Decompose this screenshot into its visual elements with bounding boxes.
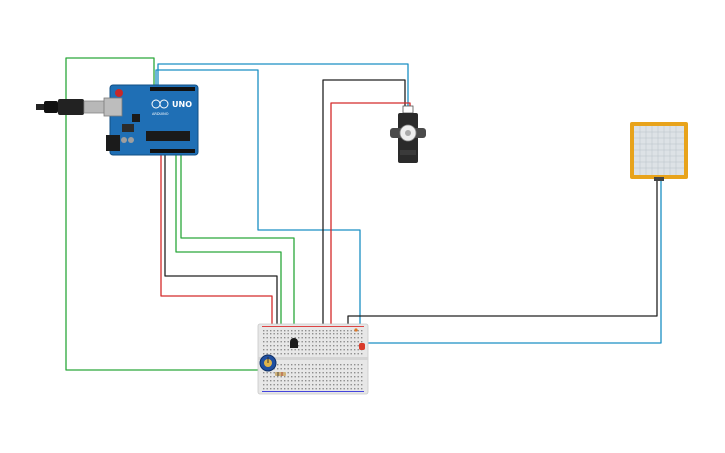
transistor-icon[interactable] (290, 338, 298, 348)
board-brand-label: UNO (172, 100, 192, 109)
wire-red-power[interactable] (160, 152, 273, 340)
breadboard-holes (263, 330, 363, 390)
wire-red-servo[interactable] (330, 102, 411, 325)
resistor-icon (275, 372, 286, 376)
red-led-icon[interactable] (354, 328, 365, 350)
wire-green-pin-a[interactable] (175, 152, 282, 340)
potentiometer-knob-icon[interactable] (259, 354, 277, 372)
wire-cyan-servo[interactable] (157, 63, 409, 108)
servo-motor-icon[interactable] (390, 105, 426, 163)
mini-breadboard[interactable] (257, 323, 369, 395)
wire-cyan-sensor[interactable] (362, 180, 662, 344)
wire-black-gnd[interactable] (164, 152, 278, 340)
wire-green-loop[interactable] (65, 57, 262, 371)
arduino-uno-board[interactable]: UNO ARDUINO (103, 84, 199, 156)
wire-green-pin-b[interactable] (180, 152, 295, 333)
usb-cable-icon (36, 99, 113, 115)
force-sensor-pad-icon[interactable] (630, 122, 688, 181)
wire-black-servo[interactable] (322, 79, 406, 325)
board-subtitle-label: ARDUINO (152, 112, 169, 116)
reset-button-icon[interactable] (115, 89, 123, 97)
wire-cyan-long[interactable] (155, 69, 361, 325)
wires (65, 57, 662, 371)
wire-black-sensor[interactable] (347, 180, 658, 326)
